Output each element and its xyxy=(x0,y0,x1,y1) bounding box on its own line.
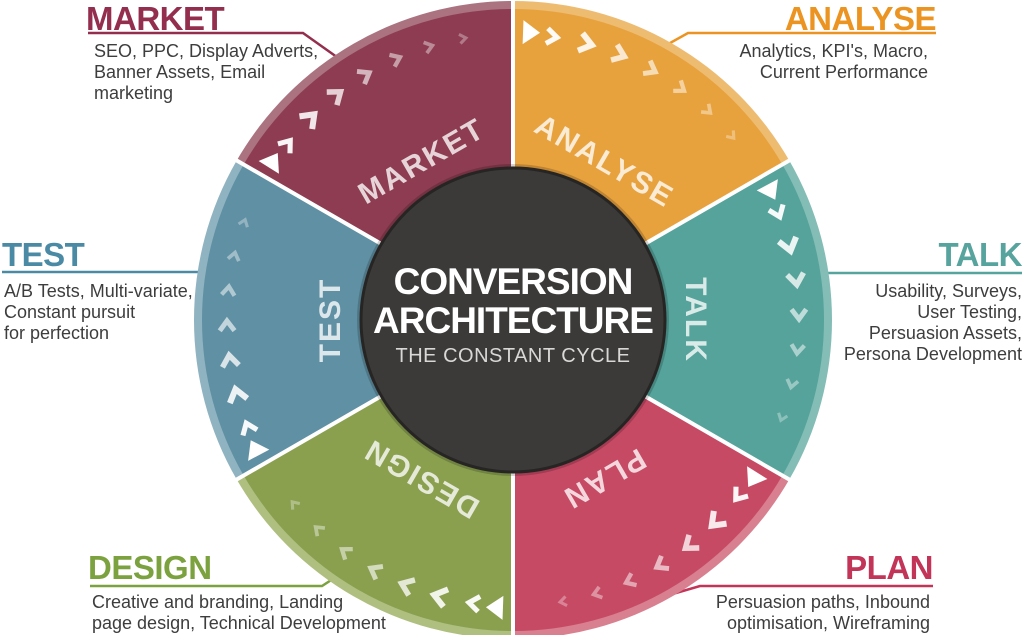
chevron-icon xyxy=(733,486,749,503)
chevron-icon xyxy=(725,130,736,141)
chevron-icon xyxy=(290,499,301,510)
test-description: A/B Tests, Multi-variate, Constant pursu… xyxy=(4,281,193,343)
chevron-icon xyxy=(681,534,700,552)
chevron-icon xyxy=(429,586,450,609)
design-description: Creative and branding, Landing page desi… xyxy=(92,592,386,633)
wedge-market xyxy=(243,9,514,244)
wheel-segment-label-talk: TALK xyxy=(679,277,712,363)
wedge-analyse xyxy=(513,9,783,244)
segment-divider xyxy=(234,393,385,482)
chevron-icon xyxy=(227,384,250,405)
chevron-icon xyxy=(789,307,809,324)
arrow-icon xyxy=(522,20,541,45)
chevron-icon xyxy=(217,316,237,333)
arrow-icon xyxy=(747,466,768,488)
chevron-icon xyxy=(777,412,789,423)
chevron-icon xyxy=(240,419,259,437)
arrow-icon xyxy=(248,440,270,461)
chevron-icon xyxy=(356,69,373,86)
talk-heading: TALK xyxy=(938,236,1022,273)
chevron-icon xyxy=(576,31,597,54)
chevron-icon xyxy=(673,79,687,94)
chevron-icon xyxy=(339,546,353,561)
chevron-icon xyxy=(789,343,806,358)
test-heading: TEST xyxy=(2,236,85,273)
chevron-icon xyxy=(220,350,241,369)
chevron-icon xyxy=(767,203,786,221)
chevron-icon xyxy=(557,595,568,608)
segment-divider xyxy=(641,393,792,482)
wheel-segment-label-test: TEST xyxy=(314,277,347,363)
market-heading: MARKET xyxy=(86,0,225,37)
analyse-description: Analytics, KPI's, Macro, Current Perform… xyxy=(739,41,929,82)
wedge-plan xyxy=(513,396,783,631)
chevron-icon xyxy=(464,594,482,614)
market-description: SEO, PPC, Display Adverts, Banner Assets… xyxy=(94,41,319,103)
segment-divider xyxy=(234,158,385,247)
chevron-icon xyxy=(458,32,469,45)
chevron-icon xyxy=(700,103,713,116)
chevron-icon xyxy=(313,524,326,537)
wedge-design xyxy=(243,396,514,631)
chevron-icon xyxy=(277,137,293,154)
plan-description: Persuasion paths, Inbound optimisation, … xyxy=(715,592,930,633)
talk-description: Usability, Surveys, User Testing, Persua… xyxy=(843,281,1022,364)
chevron-icon xyxy=(622,572,638,588)
chevron-icon xyxy=(544,26,562,46)
design-heading: DESIGN xyxy=(88,549,212,586)
hub-title: CONVERSION ARCHITECTURE THE CONSTANT CYC… xyxy=(363,262,663,369)
hub-title-line1: CONVERSION xyxy=(393,261,634,302)
chevron-icon xyxy=(326,88,345,106)
chevron-icon xyxy=(237,217,249,228)
chevron-icon xyxy=(397,577,416,597)
plan-heading: PLAN xyxy=(845,549,933,586)
chevron-icon xyxy=(653,554,670,571)
arrow-icon xyxy=(258,152,279,174)
chevron-icon xyxy=(642,59,659,76)
chevron-icon xyxy=(226,249,241,262)
hub-circle xyxy=(359,166,667,474)
chevron-icon xyxy=(220,282,237,297)
chevron-icon xyxy=(367,564,384,581)
chevron-icon xyxy=(388,52,404,68)
hub-title-line2: ARCHITECTURE xyxy=(373,300,654,341)
chevron-icon xyxy=(422,40,436,55)
chevron-icon xyxy=(299,110,318,130)
analyse-heading: ANALYSE xyxy=(784,0,937,37)
hub-subtitle: THE CONSTANT CYCLE xyxy=(395,345,631,367)
chevron-icon xyxy=(590,585,604,600)
chevron-icon xyxy=(708,510,727,530)
arrow-icon xyxy=(485,595,504,620)
arrow-icon xyxy=(756,179,778,200)
chevron-icon xyxy=(776,235,799,256)
chevron-icon xyxy=(785,378,800,391)
chevron-icon xyxy=(610,43,629,63)
segment-divider xyxy=(641,158,792,247)
chevron-icon xyxy=(785,271,806,290)
